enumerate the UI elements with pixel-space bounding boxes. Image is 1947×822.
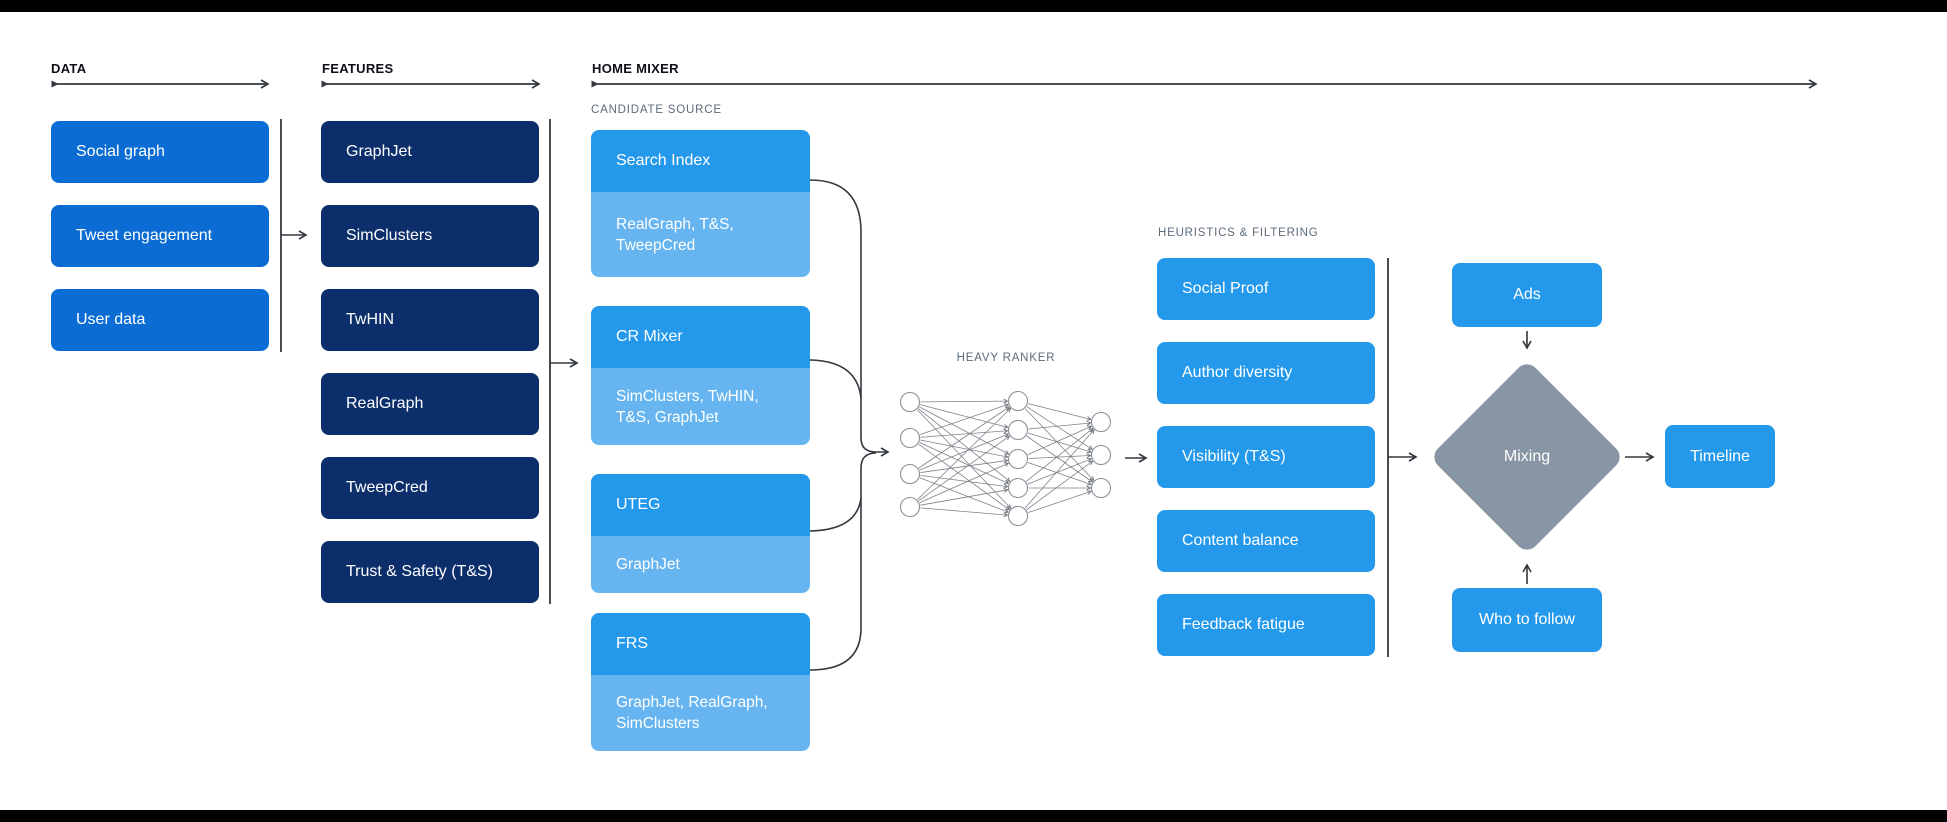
nn-edge bbox=[918, 443, 1011, 511]
nn-node bbox=[1007, 505, 1029, 527]
heur-box-visibility-t-s: Visibility (T&S) bbox=[1157, 426, 1375, 488]
nn-edge bbox=[917, 407, 1012, 500]
section-header-home-mixer: HOME MIXER bbox=[592, 61, 679, 76]
nn-node bbox=[1007, 477, 1029, 499]
nn-edge bbox=[1027, 425, 1093, 456]
nn-node bbox=[1007, 419, 1029, 441]
nn-node bbox=[899, 391, 921, 413]
heur-box-content-balance: Content balance bbox=[1157, 510, 1375, 572]
heur-box-social-proof: Social Proof bbox=[1157, 258, 1375, 320]
nn-node bbox=[899, 463, 921, 485]
nn-edge bbox=[919, 403, 1009, 435]
collector-frs bbox=[809, 452, 877, 671]
top-black-bar bbox=[0, 0, 1947, 12]
features-box-graphjet: GraphJet bbox=[321, 121, 539, 183]
nn-edge bbox=[918, 406, 1011, 469]
collector-uteg bbox=[809, 497, 862, 532]
nn-edge bbox=[919, 406, 1010, 455]
candidate-source-label: CANDIDATE SOURCE bbox=[591, 104, 722, 116]
nn-node bbox=[1090, 444, 1112, 466]
nn-edge bbox=[1028, 420, 1092, 430]
nn-node bbox=[899, 496, 921, 518]
candidate-box-sources: GraphJet, RealGraph, SimClusters bbox=[591, 675, 810, 751]
nn-edge bbox=[919, 442, 1010, 485]
nn-node bbox=[899, 427, 921, 449]
data-box-tweet-engagement: Tweet engagement bbox=[51, 205, 269, 267]
candidate-box-sources: GraphJet bbox=[591, 536, 810, 593]
nn-edge bbox=[920, 404, 1009, 429]
nn-edge bbox=[1026, 406, 1094, 450]
features-box-trust-safety-t-s: Trust & Safety (T&S) bbox=[321, 541, 539, 603]
who-to-follow-box: Who to follow bbox=[1452, 588, 1602, 652]
candidate-box-title: FRS bbox=[591, 613, 810, 675]
nn-edge bbox=[1027, 462, 1092, 486]
nn-edge bbox=[1026, 460, 1094, 511]
nn-node bbox=[1007, 448, 1029, 470]
nn-edge bbox=[920, 398, 1009, 404]
nn-edge bbox=[920, 458, 1009, 473]
nn-edge bbox=[1027, 432, 1092, 454]
timeline-box: Timeline bbox=[1665, 425, 1775, 488]
nn-edge bbox=[1024, 408, 1095, 482]
heavy-ranker-network bbox=[899, 390, 1112, 527]
nn-edge bbox=[920, 439, 1009, 459]
collector-cr-mixer bbox=[809, 359, 862, 399]
features-box-simclusters: SimClusters bbox=[321, 205, 539, 267]
features-box-realgraph: RealGraph bbox=[321, 373, 539, 435]
heur-box-author-diversity: Author diversity bbox=[1157, 342, 1375, 404]
heavy-ranker-label: HEAVY RANKER bbox=[956, 352, 1056, 364]
nn-edge bbox=[1027, 490, 1092, 514]
nn-node bbox=[1090, 411, 1112, 433]
candidate-box-title: UTEG bbox=[591, 474, 810, 536]
section-header-data: DATA bbox=[51, 61, 87, 76]
nn-edge bbox=[918, 435, 1011, 502]
nn-edge bbox=[919, 462, 1010, 504]
data-box-user-data: User data bbox=[51, 289, 269, 351]
nn-node bbox=[1007, 390, 1029, 412]
bottom-black-bar bbox=[0, 810, 1947, 822]
candidate-box-sources: SimClusters, TwHIN, T&S, GraphJet bbox=[591, 368, 810, 445]
section-header-features: FEATURES bbox=[322, 61, 394, 76]
nn-edge bbox=[1028, 453, 1092, 459]
nn-edge bbox=[1028, 403, 1092, 421]
nn-edge bbox=[920, 488, 1009, 506]
nn-node bbox=[1090, 477, 1112, 499]
features-box-tweepcred: TweepCred bbox=[321, 457, 539, 519]
mixing-label: Mixing bbox=[1503, 448, 1551, 465]
data-box-social-graph: Social graph bbox=[51, 121, 269, 183]
nn-edge bbox=[1025, 427, 1094, 482]
nn-edge bbox=[920, 428, 1009, 438]
heuristics-filtering-label: HEURISTICS & FILTERING bbox=[1158, 227, 1319, 239]
candidate-box-title: CR Mixer bbox=[591, 306, 810, 368]
ads-box: Ads bbox=[1452, 263, 1602, 327]
heur-box-feedback-fatigue: Feedback fatigue bbox=[1157, 594, 1375, 656]
nn-edge bbox=[919, 477, 1010, 514]
features-box-twhin: TwHIN bbox=[321, 289, 539, 351]
nn-edge bbox=[1024, 429, 1095, 509]
nn-edge bbox=[1027, 457, 1093, 485]
collector-search-index bbox=[809, 179, 890, 457]
nn-edge bbox=[919, 433, 1010, 471]
nn-edge bbox=[920, 474, 1009, 489]
nn-edge bbox=[920, 507, 1009, 518]
candidate-box-title: Search Index bbox=[591, 130, 810, 192]
nn-edge bbox=[1026, 435, 1094, 483]
candidate-box-sources: RealGraph, T&S, TweepCred bbox=[591, 192, 810, 277]
